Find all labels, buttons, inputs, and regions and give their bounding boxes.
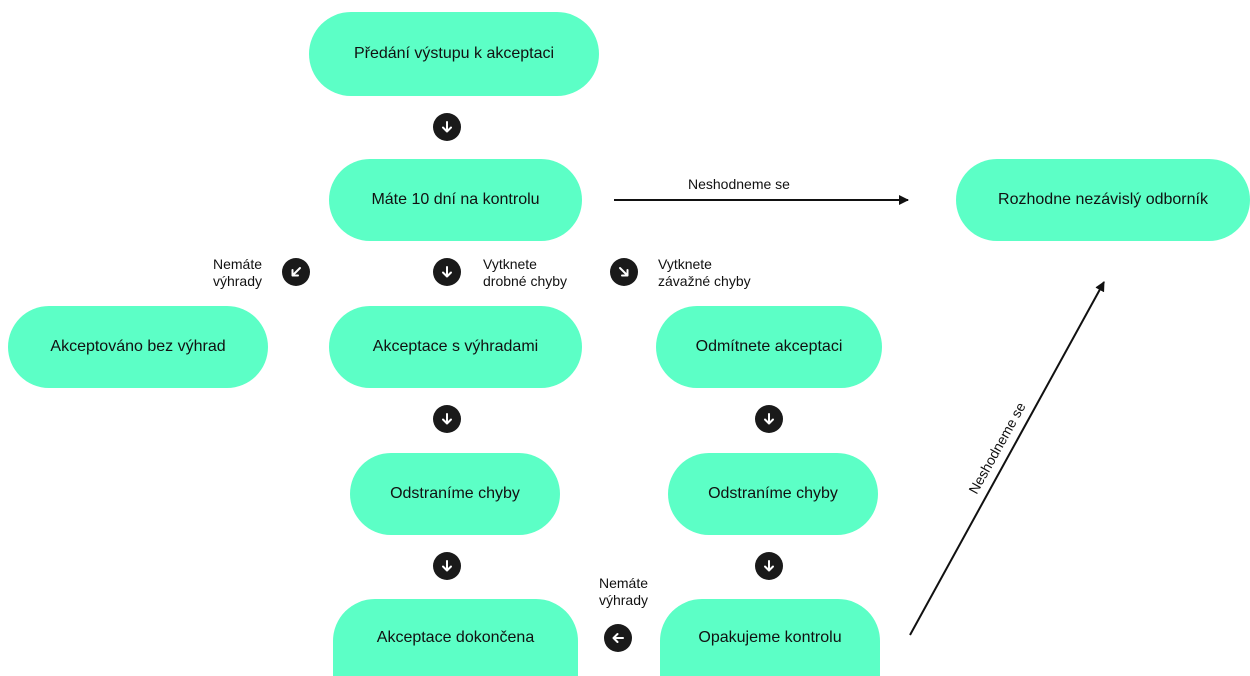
arrow-disagree-diagonal — [909, 281, 1105, 636]
arrow-down-badge-2 — [433, 258, 461, 286]
node-accepted-clean: Akceptováno bez výhrad — [8, 306, 268, 388]
arrow-left-badge — [604, 624, 632, 652]
node-accepted-reservations: Akceptace s výhradami — [329, 306, 582, 388]
node-fix-right: Odstraníme chyby — [668, 453, 878, 535]
label-major-defects: Vytknete závažné chyby — [658, 256, 751, 290]
arrow-down-badge-3 — [433, 405, 461, 433]
node-handover: Předání výstupu k akceptaci — [309, 12, 599, 96]
arrow-down-left-icon — [291, 267, 301, 277]
arrow-down-left-badge — [282, 258, 310, 286]
label-no-reservations-2: Nemáte výhrady — [582, 575, 648, 609]
arrow-left-icon — [612, 633, 624, 643]
arrow-down-right-badge — [610, 258, 638, 286]
arrow-down-badge-4 — [755, 405, 783, 433]
node-rejected: Odmítnete akceptaci — [656, 306, 882, 388]
arrow-down-badge-5 — [433, 552, 461, 580]
label-line: Nemáte — [598, 575, 648, 591]
label-line: drobné chyby — [483, 273, 568, 289]
label-disagree-top: Neshodneme se — [688, 176, 790, 192]
arrow-down-badge-6 — [755, 552, 783, 580]
label-line: výhrady — [212, 273, 262, 289]
arrow-down-icon — [442, 560, 452, 572]
label-line: závažné chyby — [658, 273, 751, 289]
arrow-down-icon — [764, 413, 774, 425]
arrow-down-icon — [764, 560, 774, 572]
node-done: Akceptace dokončena — [333, 599, 578, 676]
label-line: výhrady — [598, 592, 648, 608]
arrow-down-right-icon — [619, 267, 629, 277]
label-line: Nemáte — [212, 256, 262, 272]
label-line: Vytknete — [483, 256, 537, 272]
node-ten-days: Máte 10 dní na kontrolu — [329, 159, 582, 241]
label-line: Vytknete — [658, 256, 712, 272]
label-no-reservations-1: Nemáte výhrady — [196, 256, 262, 290]
arrow-down-icon — [442, 413, 452, 425]
node-expert: Rozhodne nezávislý odborník — [956, 159, 1250, 241]
arrow-down-icon — [442, 121, 452, 133]
node-fix-left: Odstraníme chyby — [350, 453, 560, 535]
arrow-down-badge-1 — [433, 113, 461, 141]
arrow-down-icon — [442, 266, 452, 278]
label-minor-defects: Vytknete drobné chyby — [483, 256, 567, 290]
node-recheck: Opakujeme kontrolu — [660, 599, 880, 676]
